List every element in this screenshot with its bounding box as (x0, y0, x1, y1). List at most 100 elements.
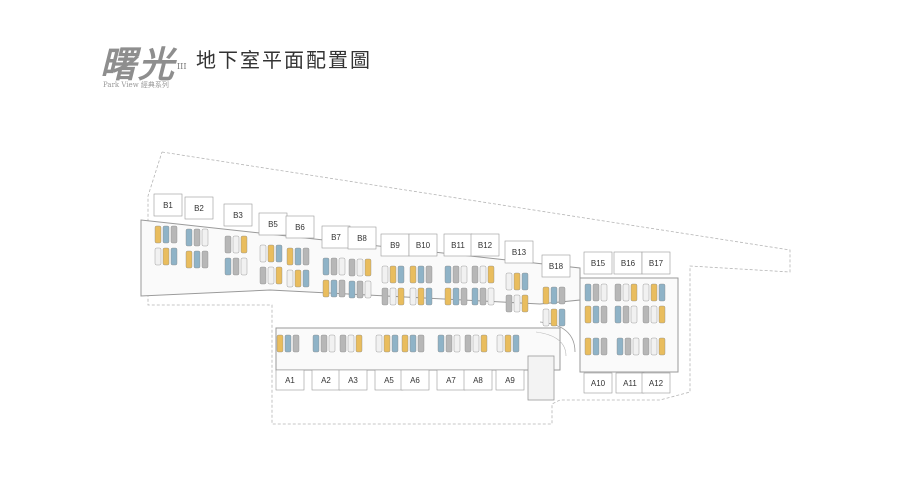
unit-label-a: A12 (649, 379, 664, 388)
parked-car (513, 294, 521, 313)
unit-label-b: B5 (268, 220, 278, 229)
unit-label-b: B2 (194, 204, 204, 213)
parked-car (397, 287, 405, 306)
parked-car (437, 334, 445, 353)
parked-car (444, 265, 452, 284)
parked-car (558, 308, 566, 327)
parked-car (193, 250, 201, 269)
parked-car (444, 287, 452, 306)
unit-a-box (400, 369, 430, 391)
unit-b-box (470, 233, 500, 257)
parked-car (487, 265, 495, 284)
parked-car (347, 334, 355, 353)
unit-label-a: A8 (473, 376, 483, 385)
parked-car (425, 287, 433, 306)
parked-car (496, 334, 504, 353)
parked-car (464, 334, 472, 353)
unit-label-b: B15 (591, 259, 606, 268)
parked-car (425, 265, 433, 284)
unit-b-box (285, 215, 315, 239)
parked-car (302, 247, 310, 266)
parked-car (162, 225, 170, 244)
unit-a-box (641, 372, 671, 394)
unit-label-a: A3 (348, 376, 358, 385)
unit-label-b: B16 (621, 259, 636, 268)
unit-a-box (463, 369, 493, 391)
parked-car (364, 258, 372, 277)
parked-car (542, 286, 550, 305)
parked-car (154, 247, 162, 266)
parked-car (471, 287, 479, 306)
parked-car (542, 308, 550, 327)
unit-label-a: A7 (446, 376, 456, 385)
parked-car (275, 244, 283, 263)
brand-series: Park View 經典系列 (103, 81, 169, 89)
site-boundary (147, 151, 791, 425)
brand-logo: 曙光 III Park View 經典系列 (100, 36, 190, 96)
parked-car (201, 250, 209, 269)
parked-car (381, 287, 389, 306)
parked-car (409, 334, 417, 353)
parked-car (185, 250, 193, 269)
unit-a-box (338, 369, 368, 391)
parked-car (375, 334, 383, 353)
parked-car (417, 287, 425, 306)
parked-car (383, 334, 391, 353)
unit-label-b: B11 (451, 241, 465, 250)
parked-car (616, 337, 624, 356)
parked-car (471, 265, 479, 284)
unit-label-b: B10 (416, 241, 431, 250)
parked-car (338, 257, 346, 276)
parked-car (622, 283, 630, 302)
parked-car (240, 257, 248, 276)
parked-car (592, 337, 600, 356)
parked-car (267, 266, 275, 285)
parked-car (600, 305, 608, 324)
parked-car (201, 228, 209, 247)
parked-car (584, 337, 592, 356)
unit-label-b: B7 (331, 233, 341, 242)
parked-car (355, 334, 363, 353)
unit-label-a: A2 (321, 376, 331, 385)
parked-car (401, 334, 409, 353)
parked-car (504, 334, 512, 353)
parked-car (650, 337, 658, 356)
unit-label-a: A5 (384, 376, 394, 385)
parked-car (658, 337, 666, 356)
parked-car (409, 287, 417, 306)
parked-car (170, 247, 178, 266)
unit-b-box (184, 196, 214, 220)
parked-car (521, 272, 529, 291)
parked-car (294, 269, 302, 288)
parked-car (512, 334, 520, 353)
parked-car (622, 305, 630, 324)
unit-label-b: B6 (295, 223, 305, 232)
unit-b-box (223, 203, 253, 227)
parked-car (224, 257, 232, 276)
parked-car (356, 280, 364, 299)
parked-car (550, 286, 558, 305)
parked-car (185, 228, 193, 247)
unit-label-b: B17 (649, 259, 664, 268)
unit-label-b: B9 (390, 241, 400, 250)
parked-car (642, 283, 650, 302)
parked-car (275, 266, 283, 285)
parked-car (232, 235, 240, 254)
parked-car (391, 334, 399, 353)
parked-car (286, 247, 294, 266)
unit-label-a: A10 (591, 379, 606, 388)
parked-car (592, 283, 600, 302)
unit-label-b: B13 (512, 248, 527, 257)
unit-label-a: A9 (505, 376, 515, 385)
parked-car (650, 283, 658, 302)
parked-car (356, 258, 364, 277)
parked-car (479, 265, 487, 284)
unit-b-box (504, 240, 534, 264)
parked-car (232, 257, 240, 276)
parked-car (240, 235, 248, 254)
parked-car (193, 228, 201, 247)
parked-car (259, 244, 267, 263)
parked-car (630, 283, 638, 302)
parked-car (558, 286, 566, 305)
